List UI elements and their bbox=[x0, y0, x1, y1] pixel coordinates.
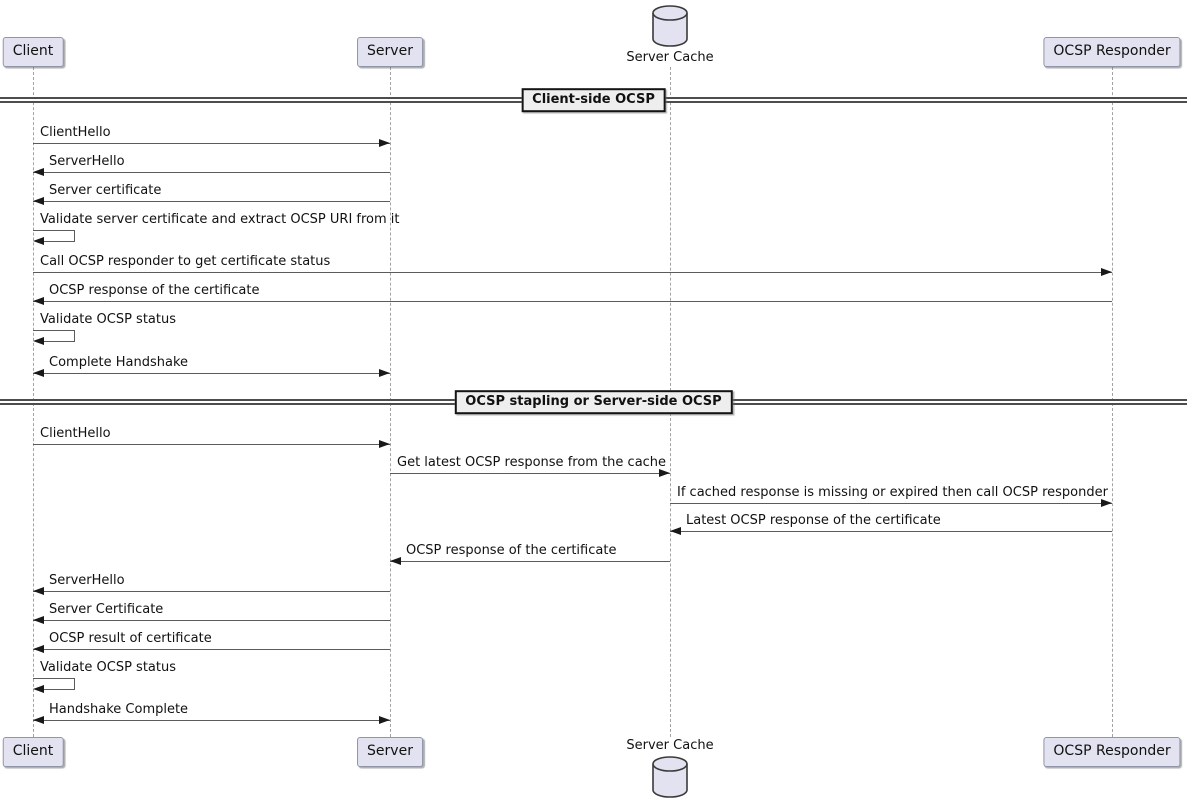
message bbox=[33, 168, 390, 176]
message-line bbox=[390, 561, 670, 562]
message-label: Complete Handshake bbox=[49, 355, 189, 370]
arrowhead-right-icon bbox=[379, 369, 390, 377]
message-label: Latest OCSP response of the certificate bbox=[686, 513, 941, 528]
message-self bbox=[33, 330, 75, 345]
message bbox=[670, 527, 1112, 535]
message-label: Validate server certificate and extract … bbox=[40, 212, 400, 227]
message-label: ServerHello bbox=[49, 573, 125, 588]
arrowhead-left-icon bbox=[33, 685, 44, 693]
arrowhead-right-icon bbox=[1101, 268, 1112, 276]
message-line bbox=[33, 444, 390, 445]
message-line bbox=[74, 230, 75, 242]
arrowhead-left-icon bbox=[390, 557, 401, 565]
arrowhead-right-icon bbox=[379, 440, 390, 448]
message-label: Server Certificate bbox=[49, 602, 164, 617]
message-label: ServerHello bbox=[49, 154, 125, 169]
message bbox=[670, 499, 1112, 507]
participant-box-client-bottom: Client bbox=[2, 737, 64, 767]
message-label: Handshake Complete bbox=[49, 702, 189, 717]
message-line bbox=[33, 620, 390, 621]
arrowhead-left-icon bbox=[33, 197, 44, 205]
message-label: Server certificate bbox=[49, 183, 162, 198]
message bbox=[33, 268, 1112, 276]
message bbox=[33, 587, 390, 595]
arrowhead-left-icon bbox=[33, 369, 44, 377]
message bbox=[33, 440, 390, 448]
message-line bbox=[33, 201, 390, 202]
section-divider-label: OCSP stapling or Server-side OCSP bbox=[454, 390, 733, 414]
database-icon bbox=[651, 755, 689, 803]
message-line bbox=[390, 473, 670, 474]
participant-label-cache-top: Server Cache bbox=[626, 50, 714, 65]
arrowhead-left-icon bbox=[33, 587, 44, 595]
message-label: OCSP response of the certificate bbox=[49, 283, 260, 298]
message-label: OCSP result of certificate bbox=[49, 631, 212, 646]
message bbox=[33, 369, 390, 377]
message bbox=[390, 469, 670, 477]
message-label: Call OCSP responder to get certificate s… bbox=[40, 254, 331, 269]
message-line bbox=[42, 341, 75, 342]
message bbox=[33, 197, 390, 205]
participant-box-server-top: Server bbox=[357, 37, 423, 67]
message-label: Get latest OCSP response from the cache bbox=[397, 455, 667, 470]
message bbox=[33, 297, 1112, 305]
message-line bbox=[33, 678, 75, 679]
arrowhead-left-icon bbox=[33, 168, 44, 176]
database-icon bbox=[651, 4, 689, 52]
message-line bbox=[33, 272, 1112, 273]
message-line bbox=[33, 330, 75, 331]
message-line bbox=[670, 503, 1112, 504]
message-line bbox=[670, 531, 1112, 532]
message-line bbox=[33, 591, 390, 592]
message-self bbox=[33, 678, 75, 693]
arrowhead-left-icon bbox=[33, 616, 44, 624]
message bbox=[390, 557, 670, 565]
arrowhead-right-icon bbox=[659, 469, 670, 477]
participant-label-cache-bottom: Server Cache bbox=[626, 738, 714, 753]
arrowhead-left-icon bbox=[33, 237, 44, 245]
arrowhead-left-icon bbox=[33, 337, 44, 345]
message-line bbox=[74, 678, 75, 690]
arrowhead-right-icon bbox=[1101, 499, 1112, 507]
message-label: ClientHello bbox=[40, 125, 111, 140]
message-line bbox=[33, 143, 390, 144]
message-label: If cached response is missing or expired… bbox=[677, 485, 1108, 500]
message-self bbox=[33, 230, 75, 245]
message-line bbox=[33, 720, 390, 721]
message-line bbox=[33, 172, 390, 173]
section-divider-label: Client-side OCSP bbox=[521, 88, 666, 112]
message-line bbox=[33, 649, 390, 650]
message-label: ClientHello bbox=[40, 426, 111, 441]
message bbox=[33, 139, 390, 147]
arrowhead-left-icon bbox=[670, 527, 681, 535]
message-label: Validate OCSP status bbox=[40, 660, 176, 675]
participant-box-ocsp-top: OCSP Responder bbox=[1043, 37, 1181, 67]
arrowhead-left-icon bbox=[33, 645, 44, 653]
message-label: Validate OCSP status bbox=[40, 312, 176, 327]
arrowhead-left-icon bbox=[33, 716, 44, 724]
participant-box-server-bottom: Server bbox=[357, 737, 423, 767]
message-line bbox=[33, 373, 390, 374]
message-line bbox=[33, 230, 75, 231]
arrowhead-right-icon bbox=[379, 139, 390, 147]
message-label: OCSP response of the certificate bbox=[406, 543, 617, 558]
message-line bbox=[74, 330, 75, 342]
participant-box-ocsp-bottom: OCSP Responder bbox=[1043, 737, 1181, 767]
message-line bbox=[42, 241, 75, 242]
message-line bbox=[42, 689, 75, 690]
arrowhead-right-icon bbox=[379, 716, 390, 724]
message bbox=[33, 645, 390, 653]
message-line bbox=[33, 301, 1112, 302]
participant-box-client-top: Client bbox=[2, 37, 64, 67]
message bbox=[33, 616, 390, 624]
message bbox=[33, 716, 390, 724]
arrowhead-left-icon bbox=[33, 297, 44, 305]
